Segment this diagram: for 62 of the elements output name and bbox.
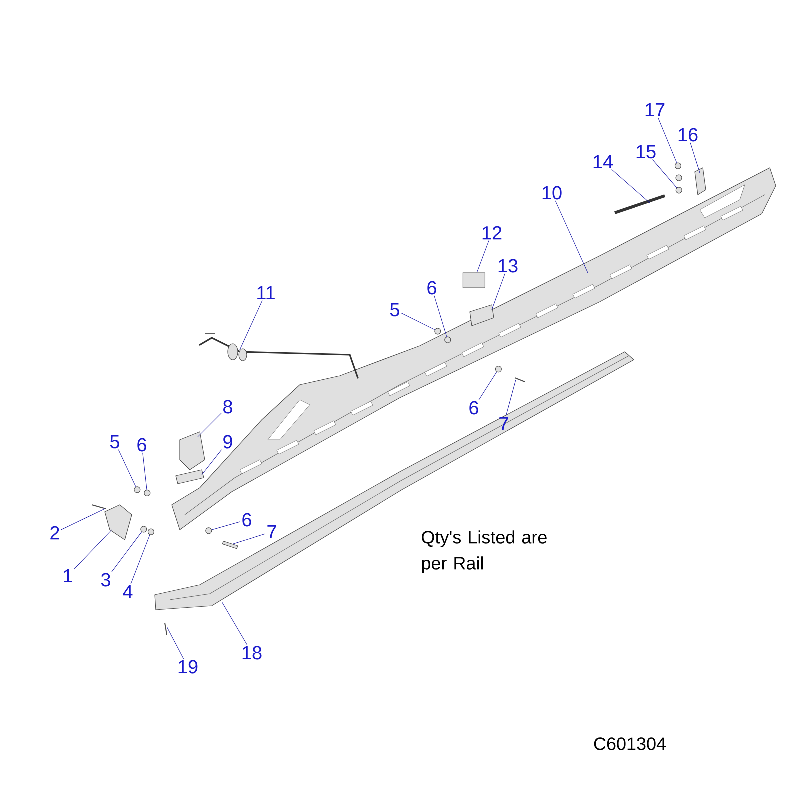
callout-number: 19 bbox=[178, 660, 198, 674]
leader-line bbox=[555, 200, 588, 274]
callout-number: 5 bbox=[390, 303, 400, 317]
callout-number: 6 bbox=[428, 281, 436, 295]
callout-number: 16 bbox=[678, 128, 698, 142]
leader-line bbox=[240, 300, 263, 350]
leader-line bbox=[212, 522, 241, 530]
leader-line bbox=[112, 532, 142, 572]
washer bbox=[434, 328, 442, 335]
leader-line bbox=[401, 312, 436, 330]
leader-line bbox=[434, 296, 448, 338]
callout-number: 15 bbox=[636, 145, 656, 159]
washer bbox=[676, 187, 682, 194]
callout-number: 4 bbox=[123, 585, 133, 599]
leader-line bbox=[61, 508, 106, 530]
leader-line bbox=[142, 452, 148, 490]
leader-line bbox=[166, 626, 184, 660]
callout-number: 17 bbox=[646, 103, 665, 117]
leader-line bbox=[652, 160, 678, 188]
leader-line bbox=[118, 450, 136, 488]
callout-number: 9 bbox=[224, 435, 232, 449]
bolt bbox=[222, 540, 238, 550]
leader-line bbox=[222, 602, 248, 646]
block bbox=[462, 272, 486, 288]
washer bbox=[148, 528, 154, 536]
leader-line bbox=[74, 530, 112, 570]
callout-number: 2 bbox=[50, 526, 60, 540]
callout-number: 7 bbox=[500, 417, 508, 431]
washer bbox=[674, 162, 682, 170]
callout-number: 18 bbox=[242, 646, 262, 660]
callout-number: 13 bbox=[498, 259, 518, 273]
figure-code: C601304 bbox=[594, 738, 666, 750]
callout-number: 10 bbox=[542, 186, 562, 200]
washer bbox=[444, 336, 452, 344]
leader-line bbox=[478, 372, 498, 400]
washer bbox=[134, 486, 141, 494]
leader-line bbox=[233, 534, 266, 544]
callout-number: 5 bbox=[110, 435, 120, 449]
note-text: Qty's Listed are per Rail bbox=[422, 530, 547, 574]
callout-number: 14 bbox=[594, 155, 613, 169]
leader-line bbox=[130, 534, 150, 585]
leader-line bbox=[658, 117, 678, 164]
callout-number: 11 bbox=[258, 286, 275, 300]
callout-number: 7 bbox=[268, 525, 276, 539]
callout-number: 6 bbox=[470, 401, 478, 415]
callout-number: 8 bbox=[224, 400, 232, 414]
leader-line bbox=[202, 450, 222, 476]
leader-line bbox=[492, 274, 506, 310]
leader-line bbox=[506, 380, 516, 417]
leader-line bbox=[476, 240, 490, 273]
leader-line bbox=[198, 413, 222, 438]
washer bbox=[140, 526, 148, 533]
callout-number: 6 bbox=[242, 513, 252, 527]
leader-line bbox=[690, 142, 700, 174]
washer bbox=[206, 528, 212, 534]
washer bbox=[144, 490, 151, 496]
washer bbox=[495, 366, 502, 373]
callout-number: 6 bbox=[138, 438, 146, 452]
leader-line bbox=[612, 169, 650, 204]
callout-number: 1 bbox=[64, 569, 72, 583]
callout-number: 12 bbox=[482, 226, 502, 240]
callout-number: 3 bbox=[101, 573, 110, 587]
